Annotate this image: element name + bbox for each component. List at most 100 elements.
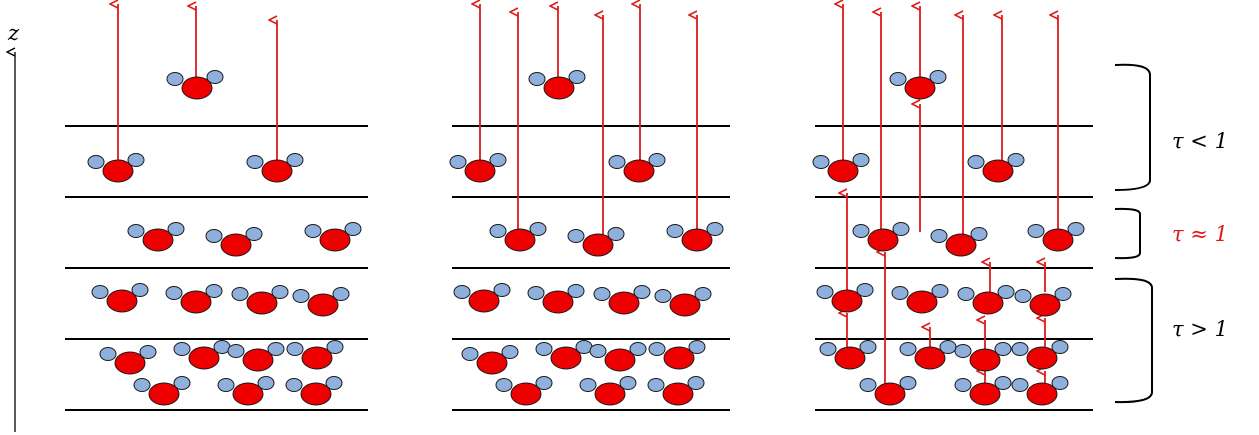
molecule-lobe xyxy=(633,285,651,299)
molecule-body xyxy=(301,346,333,370)
molecule xyxy=(899,340,957,370)
region-label-tau-approx-1: τ ≈ 1 xyxy=(1172,222,1228,246)
molecule-body xyxy=(468,289,500,313)
region-braces xyxy=(1114,63,1153,404)
molecule-lobe xyxy=(344,222,362,236)
molecule-lobe xyxy=(1014,289,1032,303)
molecule-body xyxy=(220,233,252,257)
molecule-body xyxy=(504,228,536,252)
molecule-body xyxy=(181,76,213,100)
brace-tau-less-than-1 xyxy=(1114,63,1151,191)
molecule-lobe xyxy=(535,342,553,356)
molecule-lobe xyxy=(166,72,184,86)
molecule xyxy=(608,153,666,183)
molecule xyxy=(173,340,231,370)
molecule-lobe xyxy=(217,378,235,392)
molecule-lobe xyxy=(654,289,672,303)
molecule xyxy=(852,222,910,252)
molecule-body xyxy=(476,351,508,375)
molecule-lobe xyxy=(227,344,245,358)
molecule-lobe xyxy=(489,153,507,167)
molecule-lobe xyxy=(267,342,285,356)
molecule-lobe xyxy=(899,376,917,390)
molecule-lobe xyxy=(967,155,985,169)
molecule-body xyxy=(945,233,977,257)
molecule xyxy=(579,376,637,406)
molecule xyxy=(489,222,547,252)
molecule-body xyxy=(188,346,220,370)
molecule-lobe xyxy=(579,378,597,392)
molecule-body xyxy=(1042,228,1074,252)
molecule xyxy=(127,222,185,252)
molecule-lobe xyxy=(568,70,586,84)
molecule-lobe xyxy=(286,342,304,356)
molecule-lobe xyxy=(852,224,870,238)
molecule-body xyxy=(180,290,212,314)
molecule xyxy=(1011,376,1069,406)
molecule-lobe xyxy=(495,378,513,392)
molecule-lobe xyxy=(271,285,289,299)
molecule-body xyxy=(982,159,1014,183)
molecule-lobe xyxy=(608,155,626,169)
brace-tau-greater-than-1 xyxy=(1114,277,1153,404)
molecule-body xyxy=(904,76,936,100)
molecule-body xyxy=(662,382,694,406)
molecule-lobe xyxy=(994,342,1012,356)
molecule-lobe xyxy=(619,376,637,390)
molecule-lobe xyxy=(997,285,1015,299)
molecule-lobe xyxy=(930,229,948,243)
molecule xyxy=(165,284,223,314)
molecule xyxy=(1027,222,1085,252)
molecule-body xyxy=(542,290,574,314)
molecule-lobe xyxy=(954,344,972,358)
molecule-lobe xyxy=(325,376,343,390)
molecule-body xyxy=(663,346,695,370)
molecule xyxy=(1014,287,1072,317)
molecule xyxy=(495,376,553,406)
molecule xyxy=(231,285,289,315)
molecule xyxy=(449,153,507,183)
molecule-body xyxy=(1026,346,1058,370)
molecule-lobe xyxy=(852,153,870,167)
molecule-body xyxy=(1026,382,1058,406)
molecule xyxy=(812,153,870,183)
molecule-body xyxy=(550,346,582,370)
molecule xyxy=(217,376,275,406)
z-axis-label: z xyxy=(7,21,20,45)
molecule-lobe xyxy=(939,340,957,354)
molecule xyxy=(528,70,586,100)
molecule-lobe xyxy=(1051,376,1069,390)
molecule-lobe xyxy=(812,155,830,169)
molecule xyxy=(286,340,344,370)
molecule-lobe xyxy=(489,224,507,238)
molecule-lobe xyxy=(87,155,105,169)
molecule-lobe xyxy=(165,286,183,300)
molecule-body xyxy=(582,233,614,257)
molecule xyxy=(647,376,705,406)
molecule-body xyxy=(1029,293,1061,317)
molecule-body xyxy=(106,289,138,313)
molecule-lobe xyxy=(706,222,724,236)
molecule xyxy=(304,222,362,252)
molecule xyxy=(930,227,988,257)
molecule xyxy=(654,287,712,317)
molecule xyxy=(967,153,1025,183)
molecule-lobe xyxy=(461,347,479,361)
molecule-lobe xyxy=(567,229,585,243)
molecule xyxy=(954,376,1012,406)
molecule-lobe xyxy=(326,340,344,354)
molecule-lobe xyxy=(205,284,223,298)
molecule-body xyxy=(906,290,938,314)
molecule-lobe xyxy=(529,222,547,236)
molecule-lobe xyxy=(91,285,109,299)
molecule-body xyxy=(669,293,701,317)
molecule-lobe xyxy=(1054,287,1072,301)
molecule-lobe xyxy=(285,378,303,392)
molecule-lobe xyxy=(493,283,511,297)
molecule-body xyxy=(543,76,575,100)
molecule xyxy=(133,376,191,406)
molecule-body xyxy=(867,228,899,252)
molecule xyxy=(87,153,145,183)
molecule-lobe xyxy=(246,155,264,169)
